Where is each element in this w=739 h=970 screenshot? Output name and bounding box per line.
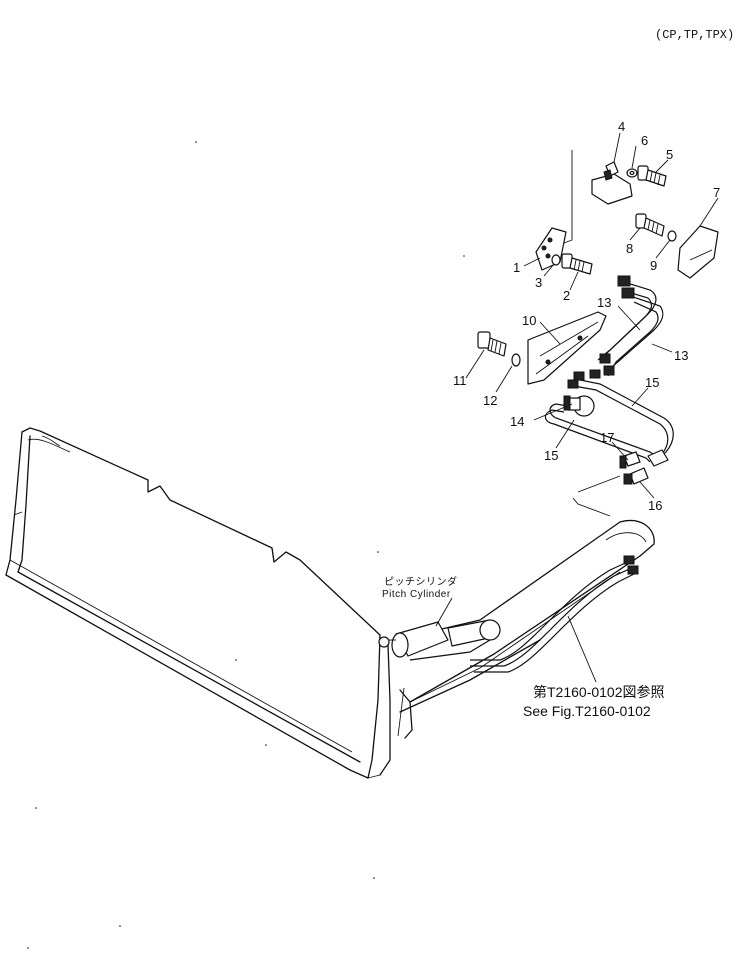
callout-3: 3 bbox=[535, 275, 542, 290]
bracket-10 bbox=[527, 311, 607, 385]
callout-6: 6 bbox=[641, 133, 648, 148]
callout-9: 9 bbox=[650, 258, 657, 273]
callout-8: 8 bbox=[626, 241, 633, 256]
pitch-cylinder-label-jp: ピッチシリンダ bbox=[384, 575, 458, 588]
callout-15-lower: 15 bbox=[544, 448, 558, 463]
callout-13-lower: 13 bbox=[674, 348, 688, 363]
pitch-cylinder-label-en: Pitch Cylinder bbox=[382, 589, 451, 600]
callout-2: 2 bbox=[563, 288, 570, 303]
dozer-blade bbox=[5, 141, 465, 949]
bracket-7 bbox=[677, 225, 719, 279]
reference-label-en: See Fig.T2160-0102 bbox=[523, 703, 651, 719]
callout-13-upper: 13 bbox=[597, 295, 611, 310]
callout-4: 4 bbox=[618, 119, 625, 134]
callout-1: 1 bbox=[513, 260, 520, 275]
reference-label-jp: 第T2160-0102図参照 bbox=[533, 684, 665, 700]
push-arm-frame bbox=[394, 519, 655, 739]
callout-14: 14 bbox=[510, 414, 524, 429]
frame-hoses bbox=[470, 555, 639, 673]
callout-7: 7 bbox=[713, 185, 720, 200]
hoses-13 bbox=[589, 275, 664, 379]
valve-14 bbox=[563, 395, 595, 417]
washer-6 bbox=[626, 168, 638, 178]
bolt-5 bbox=[637, 165, 667, 187]
bolt-2 bbox=[561, 253, 593, 275]
callout-16: 16 bbox=[648, 498, 662, 513]
washer-3 bbox=[551, 254, 561, 266]
callout-10: 10 bbox=[522, 313, 536, 328]
washer-12 bbox=[511, 353, 521, 367]
pitch-cylinder bbox=[378, 619, 501, 661]
leader-lines bbox=[435, 132, 719, 683]
callout-11: 11 bbox=[453, 373, 467, 388]
callout-17: 17 bbox=[600, 430, 614, 445]
variant-header: (CP,TP,TPX) bbox=[655, 28, 734, 42]
callout-15-upper: 15 bbox=[645, 375, 659, 390]
washer-9 bbox=[667, 230, 677, 242]
bolt-11 bbox=[477, 331, 507, 357]
callout-5: 5 bbox=[666, 147, 673, 162]
bracket-4 bbox=[591, 161, 633, 205]
bolt-8 bbox=[635, 213, 665, 237]
callout-12: 12 bbox=[483, 393, 497, 408]
fitting-17 bbox=[619, 449, 669, 469]
fitting-16 bbox=[577, 467, 649, 493]
callout-numbers: 4 6 5 7 1 3 2 8 9 13 10 13 11 12 15 14 1… bbox=[453, 119, 720, 513]
